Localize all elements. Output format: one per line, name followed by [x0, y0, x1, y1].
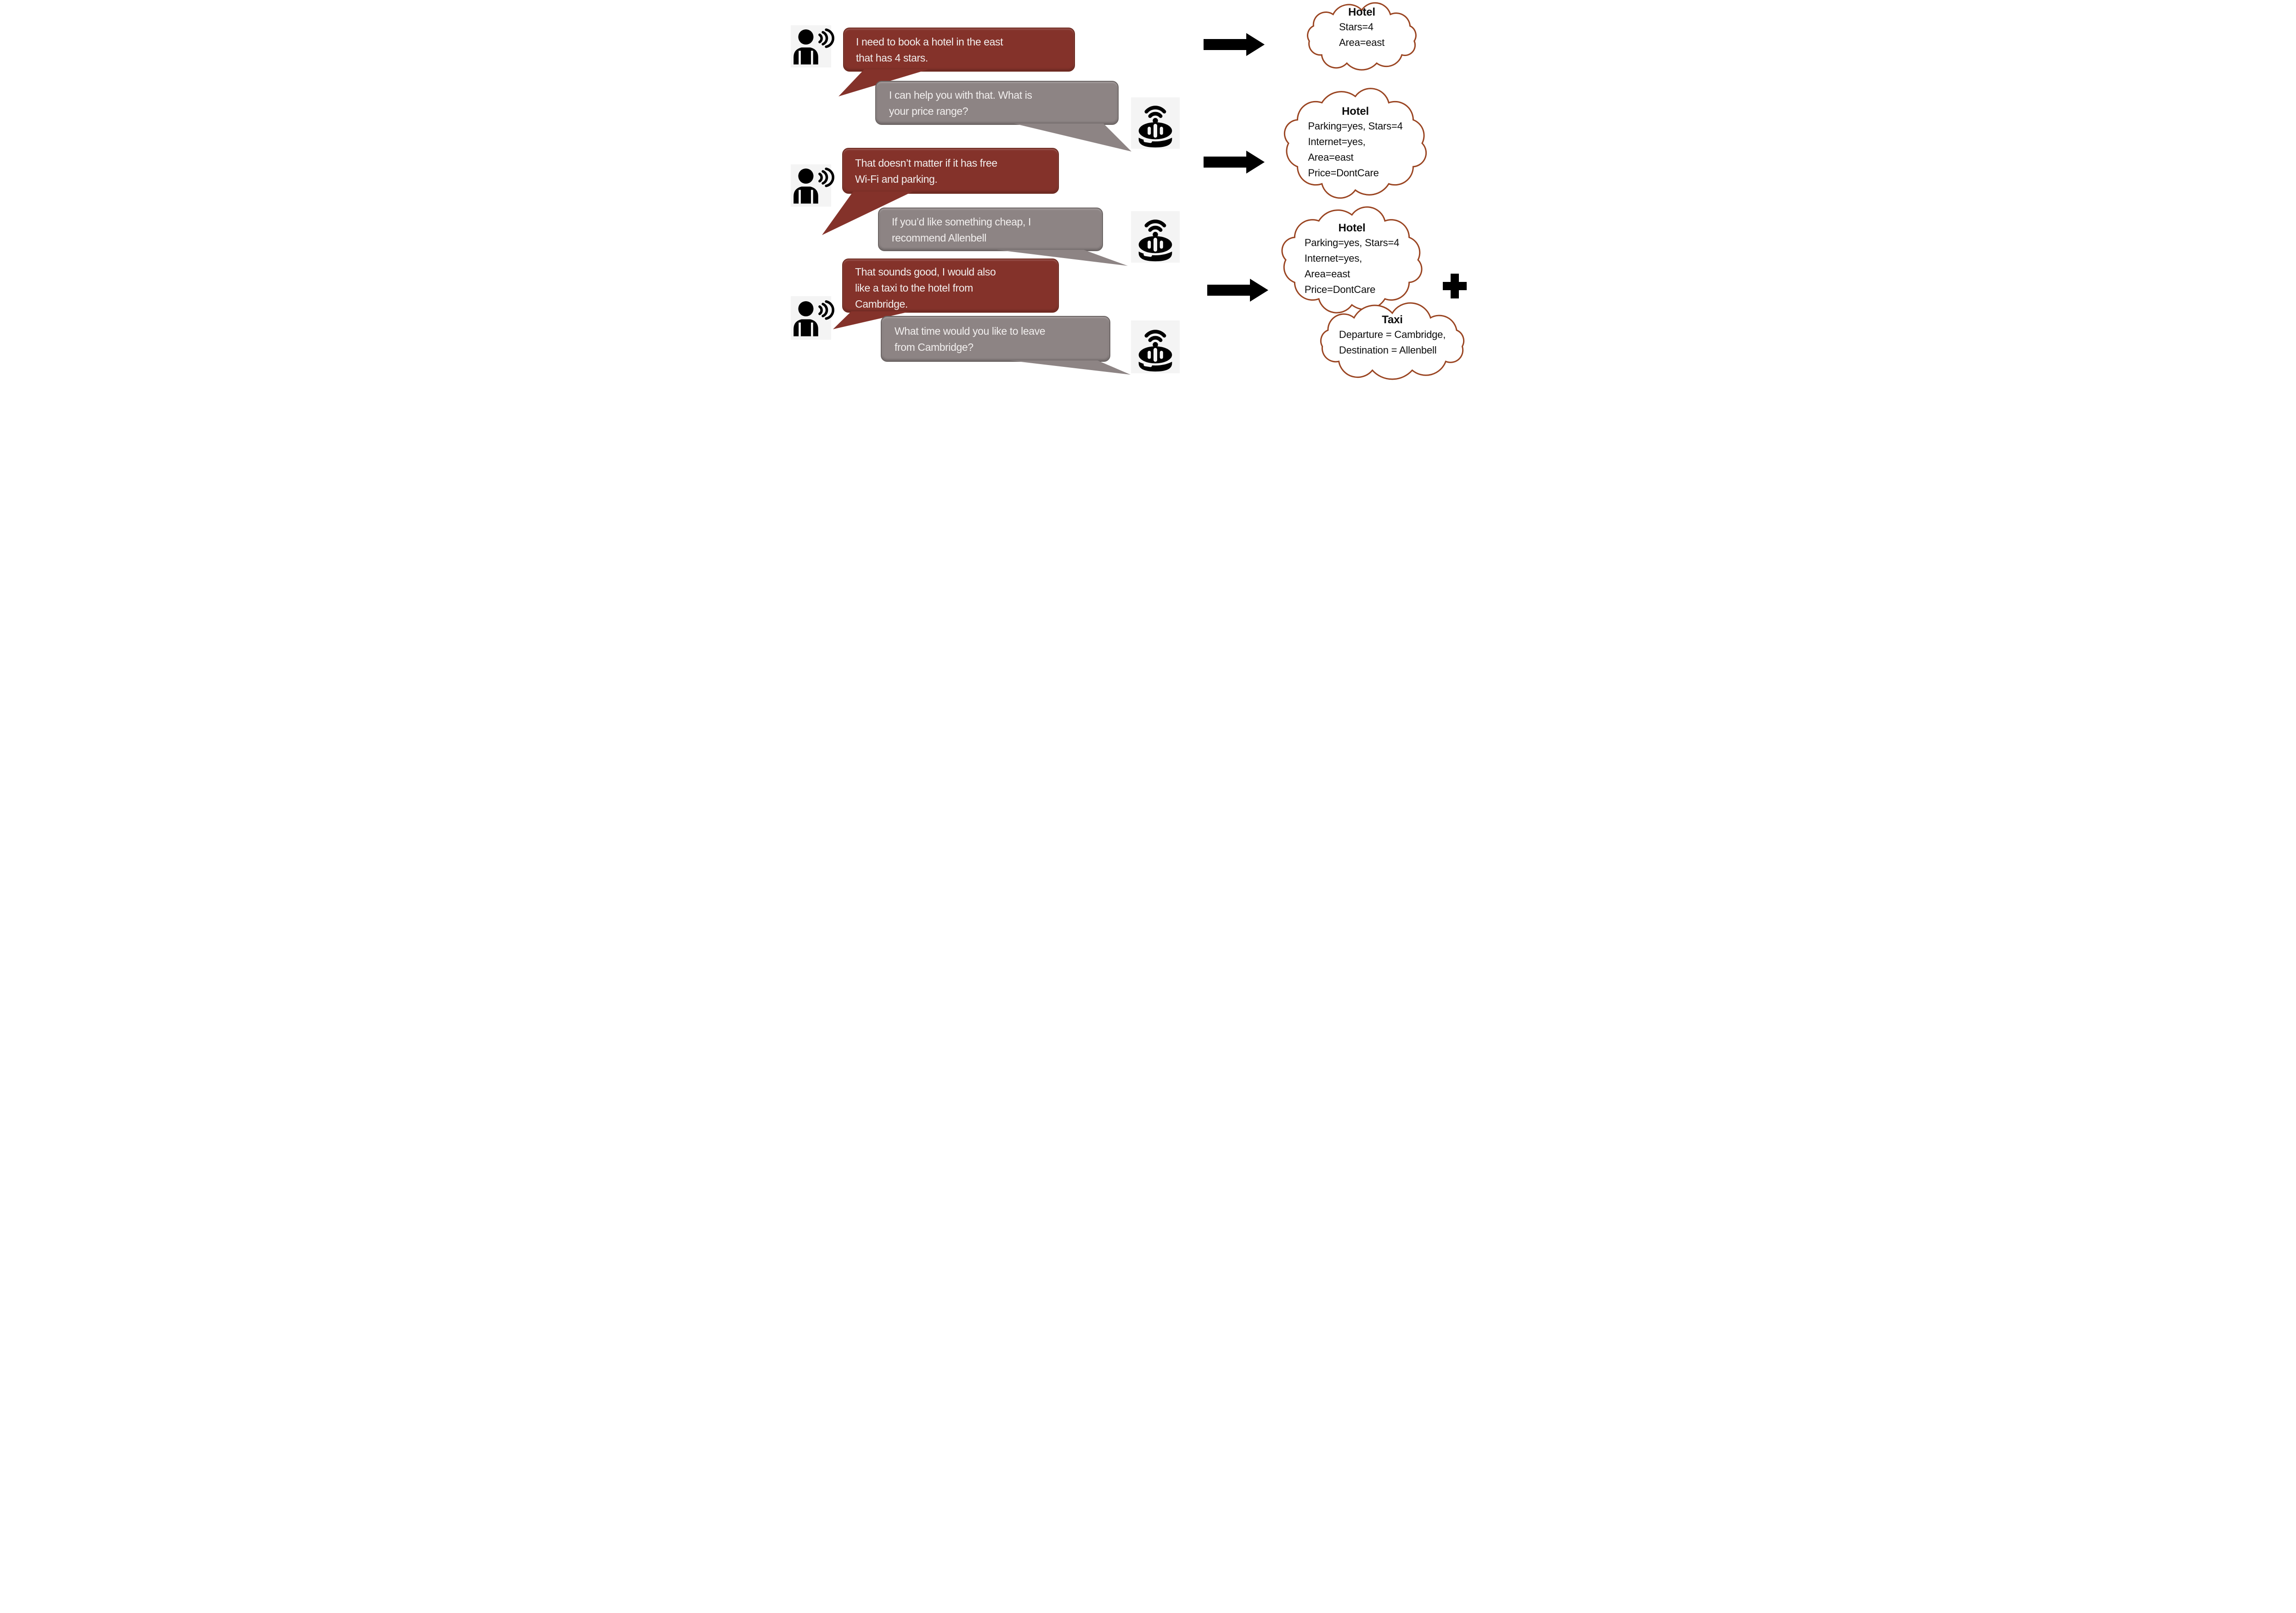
- cloud-outline: [1283, 88, 1427, 199]
- person-speaking-icon: [793, 28, 834, 65]
- state-cloud-hotel-3: Hotel Parking=yes, Stars=4 Internet=yes,…: [1276, 205, 1428, 315]
- assistant-icon: [1131, 211, 1180, 263]
- cloud-slot-lines: Parking=yes, Stars=4 Internet=yes, Area=…: [1304, 235, 1400, 298]
- right-arrow: [1204, 33, 1265, 56]
- smart-speaker-icon: [1138, 329, 1172, 371]
- cloud-outline: [1307, 2, 1417, 71]
- system-utterance-bubble: I can help you with that. What is your p…: [875, 81, 1131, 152]
- system-utterance-bubble: If you’d like something cheap, I recomme…: [878, 208, 1128, 266]
- slot-line: Parking=yes, Stars=4: [1304, 237, 1400, 248]
- state-cloud-taxi: Taxi Departure = Cambridge, Destination …: [1311, 302, 1473, 382]
- smart-speaker-icon: [1138, 106, 1172, 148]
- system-utterance-text: I can help you with that. What is your p…: [889, 89, 1032, 117]
- cloud-domain-title: Hotel: [1338, 222, 1366, 234]
- plus-icon: [1443, 274, 1467, 298]
- cloud-domain-title: Hotel: [1341, 105, 1369, 118]
- wifi-icon: [1144, 106, 1166, 114]
- user-utterance-bubble: That doesn’t matter if it has free Wi-Fi…: [822, 148, 1059, 235]
- assistant-icon: [1131, 97, 1180, 149]
- right-arrow: [1207, 279, 1268, 302]
- system-utterance-bubble: What time would you like to leave from C…: [881, 316, 1131, 375]
- user-utterance-text: That doesn’t matter if it has free Wi-Fi…: [855, 157, 997, 185]
- user-utterance-text: That sounds good, I would also like a ta…: [855, 266, 996, 310]
- user-utterance-bubble: I need to book a hotel in the east that …: [838, 28, 1075, 96]
- state-cloud-hotel-1: Hotel Stars=4 Area=east: [1299, 0, 1425, 74]
- cloud-domain-title: Hotel: [1348, 6, 1375, 18]
- wifi-icon: [1144, 219, 1166, 228]
- state-cloud-hotel-2: Hotel Parking=yes, Stars=4 Internet=yes,…: [1278, 86, 1432, 200]
- cloud-slot-lines: Departure = Cambridge, Destination = All…: [1339, 327, 1446, 358]
- user-utterance-text: I need to book a hotel in the east that …: [856, 36, 1003, 64]
- slot-line: Area=east: [1308, 152, 1354, 163]
- slot-line: Internet=yes,: [1308, 136, 1366, 147]
- system-utterance-text: What time would you like to leave from C…: [895, 325, 1046, 353]
- wifi-icon: [1144, 329, 1166, 337]
- bubble-tail: [1009, 360, 1131, 375]
- user-utterance-bubble: That sounds good, I would also like a ta…: [833, 259, 1059, 329]
- slot-line: Area=east: [1339, 37, 1385, 48]
- slot-line: Departure = Cambridge,: [1339, 329, 1446, 340]
- slot-line: Stars=4: [1339, 21, 1373, 33]
- cloud-outline: [1281, 206, 1423, 314]
- person-speaking-icon: [793, 167, 834, 204]
- person-speaking-icon: [793, 300, 834, 336]
- system-utterance-text: If you’d like something cheap, I recomme…: [892, 216, 1031, 244]
- slot-line: Price=DontCare: [1304, 284, 1376, 295]
- slot-line: Destination = Allenbell: [1339, 344, 1437, 356]
- slot-line: Area=east: [1304, 268, 1350, 280]
- cloud-slot-lines: Parking=yes, Stars=4 Internet=yes, Area=…: [1308, 118, 1403, 181]
- slot-line: Internet=yes,: [1304, 253, 1362, 264]
- cloud-outline: [1320, 302, 1465, 380]
- user-icon: [791, 164, 834, 207]
- assistant-icon: [1131, 320, 1180, 373]
- dialogue-state-tracking-figure: I need to book a hotel in the east that …: [788, 0, 1508, 382]
- slot-line: Parking=yes, Stars=4: [1308, 120, 1403, 132]
- right-arrow: [1204, 151, 1265, 174]
- user-icon: [791, 296, 834, 340]
- slot-line: Price=DontCare: [1308, 167, 1379, 179]
- smart-speaker-icon: [1138, 219, 1172, 262]
- cloud-slot-lines: Stars=4 Area=east: [1339, 19, 1384, 51]
- user-icon: [791, 25, 834, 67]
- cloud-domain-title: Taxi: [1382, 314, 1403, 326]
